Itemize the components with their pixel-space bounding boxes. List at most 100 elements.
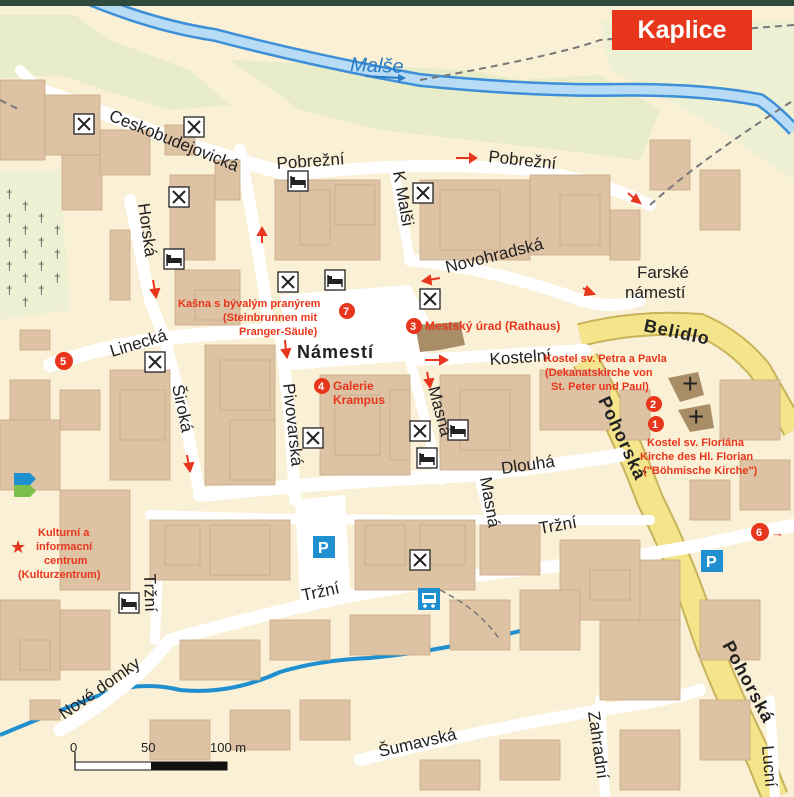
building-block — [209, 524, 271, 576]
building-block — [364, 524, 406, 566]
poi-2[interactable]: 2 Kostel sv. Petra a Pavla (Dekanatskirc… — [544, 353, 668, 412]
frame-top — [0, 0, 794, 6]
church-peter-paul-building — [668, 372, 704, 402]
svg-text:†: † — [38, 211, 45, 225]
restaurant-icon[interactable] — [168, 186, 190, 208]
restaurant-icon[interactable] — [73, 113, 95, 135]
poi-number: 4 — [318, 381, 325, 393]
poi-number: 3 — [410, 321, 416, 333]
building-block — [119, 389, 166, 441]
restaurant-icon[interactable] — [412, 182, 434, 204]
building-block — [599, 619, 681, 701]
poi-label: (Kulturzentrum) — [18, 569, 101, 581]
culture-center-star-icon: ★ — [10, 537, 26, 557]
building-block — [229, 419, 276, 481]
poi-3[interactable]: 3 Mestský úrad (Rathaus) — [406, 318, 560, 334]
building-block — [19, 639, 51, 671]
building-block — [179, 639, 261, 681]
restaurant-icon[interactable] — [302, 427, 324, 449]
path-line — [439, 589, 501, 641]
poi-label: Kostel sv. Petra a Pavla — [544, 353, 668, 365]
building-block — [559, 194, 601, 246]
building-block — [0, 79, 46, 161]
poi-number: 5 — [60, 356, 66, 368]
building-block — [149, 719, 211, 761]
svg-text:†: † — [22, 295, 29, 309]
svg-text:†: † — [6, 283, 13, 297]
poi-number-badge — [646, 396, 662, 412]
building-block — [334, 184, 376, 226]
building-block — [539, 369, 611, 431]
svg-text:†: † — [22, 271, 29, 285]
svg-text:†: † — [6, 187, 13, 201]
scale-label: 50 — [141, 740, 155, 755]
rail-line — [0, 24, 794, 111]
building-block — [219, 359, 271, 411]
town-hall-building — [415, 322, 465, 352]
building-block — [589, 569, 631, 601]
church-cross-icon: + — [688, 401, 704, 432]
path-line — [649, 99, 794, 206]
poi-label: Kašna s bývalým pranýrem — [178, 298, 321, 310]
building-block — [59, 609, 111, 671]
svg-text:P: P — [706, 554, 717, 571]
poi-4[interactable]: 4 Galerie Krampus — [314, 378, 385, 407]
culture-center[interactable]: Kulturní a informacní centrum (Kulturzen… — [18, 527, 101, 581]
parking-icon: P — [701, 550, 723, 572]
hotel-bed-icon[interactable] — [287, 170, 309, 192]
building-block — [449, 599, 511, 651]
restaurant-icon[interactable] — [419, 288, 441, 310]
building-block — [739, 459, 791, 511]
river-label: Malše — [350, 54, 404, 78]
building-block — [334, 394, 381, 456]
square-label: Námestí — [297, 342, 374, 362]
building-block — [649, 139, 691, 191]
hotel-bed-icon[interactable] — [163, 248, 185, 270]
parking-icon: P — [313, 536, 335, 558]
restaurant-icon[interactable] — [277, 271, 299, 293]
building-block — [609, 209, 641, 261]
poi-6[interactable]: 6 → — [751, 523, 784, 541]
poi-number-badge — [751, 523, 769, 541]
hotel-bed-icon[interactable] — [447, 419, 469, 441]
one-way-arrows — [149, 152, 642, 474]
restaurant-icon[interactable] — [144, 351, 166, 373]
hotel-bed-icon[interactable] — [324, 269, 346, 291]
poi-7[interactable]: 7 Kašna s bývalým pranýrem (Steinbrunnen… — [178, 298, 355, 338]
poi-label: Kostel sv. Floriána — [647, 437, 745, 449]
svg-text:†: † — [22, 247, 29, 261]
building-block — [19, 329, 51, 351]
building-block — [479, 524, 541, 576]
building-block — [419, 759, 481, 791]
hotel-bed-icon[interactable] — [416, 447, 438, 469]
poi-label: Mestský úrad (Rathaus) — [425, 319, 560, 333]
building-block — [99, 129, 151, 176]
restaurant-icon[interactable] — [409, 420, 431, 442]
restaurant-icon[interactable] — [409, 549, 431, 571]
poi-label: Kirche des Hl. Florian — [640, 451, 753, 463]
building-block — [619, 729, 681, 791]
building-block — [699, 599, 761, 661]
cemetery-crosses: ††††† ††††† †††† ††† — [6, 187, 61, 309]
church-cross-icon: + — [682, 368, 698, 399]
river-malse-fill — [80, 0, 794, 134]
poi-1[interactable]: 1 Kostel sv. Floriána Kirche des Hl. Flo… — [640, 416, 758, 477]
arrow-right-icon: → — [771, 525, 784, 540]
building-block — [59, 489, 131, 591]
building-block — [164, 524, 201, 566]
river-flow-arrow-icon — [398, 74, 406, 82]
restaurant-icon[interactable] — [183, 116, 205, 138]
poi-label: Galerie — [333, 379, 374, 393]
poi-label: (Steinbrunnen mit — [223, 312, 317, 324]
hotel-bed-icon[interactable] — [118, 592, 140, 614]
poi-number-badge — [406, 318, 422, 334]
building-block — [439, 189, 501, 251]
poi-number-badge — [339, 303, 355, 319]
building-block — [349, 614, 431, 656]
building-block — [619, 389, 651, 441]
building-block — [689, 479, 731, 521]
poi-5[interactable]: 5 — [55, 352, 73, 370]
svg-text:†: † — [38, 259, 45, 273]
main-square — [280, 285, 440, 370]
